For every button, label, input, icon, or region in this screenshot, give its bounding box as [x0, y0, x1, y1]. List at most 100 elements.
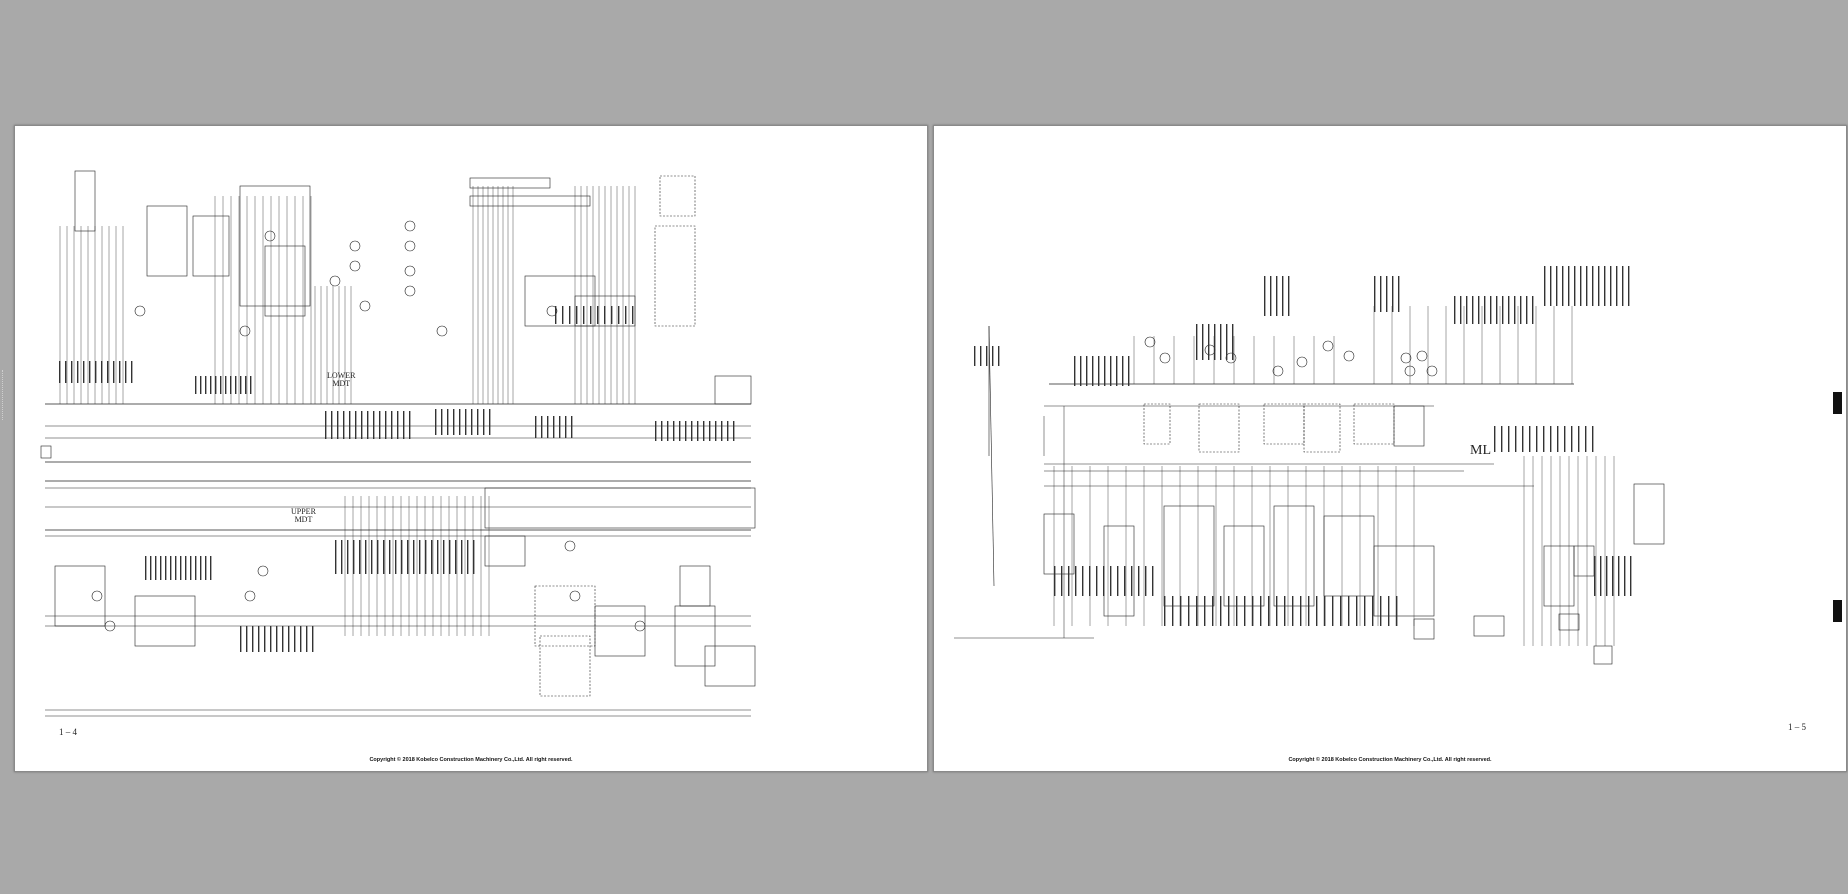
text-glyph-block	[715, 421, 717, 441]
text-glyph-block	[1284, 596, 1286, 626]
text-glyph-block	[306, 626, 308, 652]
text-glyph-block	[1138, 566, 1140, 596]
component-symbol	[359, 300, 371, 312]
component-box	[146, 205, 188, 277]
text-glyph-block	[395, 540, 397, 574]
text-glyph-block	[1348, 596, 1350, 626]
text-glyph-block	[449, 540, 451, 574]
text-glyph-block	[409, 411, 411, 439]
text-glyph-block	[565, 416, 567, 438]
text-glyph-block	[200, 376, 202, 394]
component-box	[1303, 403, 1341, 453]
component-symbol	[569, 590, 581, 602]
text-glyph-block	[535, 416, 537, 438]
text-glyph-block	[1622, 266, 1624, 306]
text-glyph-block	[383, 540, 385, 574]
text-glyph-block	[473, 540, 475, 574]
component-symbol	[264, 230, 276, 242]
text-glyph-block	[721, 421, 723, 441]
text-glyph-block	[1514, 296, 1516, 324]
upper-mdt-label: UPPER MDT	[291, 507, 316, 524]
scroll-marker-upper[interactable]	[1833, 392, 1842, 414]
text-glyph-block	[1494, 426, 1496, 452]
component-symbol	[1225, 352, 1237, 364]
text-glyph-block	[467, 540, 469, 574]
component-box	[674, 605, 716, 667]
text-glyph-block	[562, 306, 564, 324]
text-glyph-block	[425, 540, 427, 574]
text-glyph-block	[1484, 296, 1486, 324]
text-glyph-block	[107, 361, 109, 383]
text-glyph-block	[160, 556, 162, 580]
page-number: 1 – 5	[1788, 722, 1806, 732]
text-glyph-block	[1490, 296, 1492, 324]
text-glyph-block	[667, 421, 669, 441]
component-symbol	[349, 240, 361, 252]
text-glyph-block	[391, 411, 393, 439]
text-glyph-block	[1618, 556, 1620, 596]
text-glyph-block	[1502, 296, 1504, 324]
scroll-marker-lower[interactable]	[1833, 600, 1842, 622]
text-glyph-block	[447, 409, 449, 435]
text-glyph-block	[1104, 356, 1106, 386]
component-box	[594, 605, 646, 657]
text-glyph-block	[986, 346, 988, 366]
text-glyph-block	[618, 306, 620, 324]
text-glyph-block	[483, 409, 485, 435]
text-glyph-block	[294, 626, 296, 652]
component-box	[1573, 545, 1595, 577]
text-glyph-block	[1074, 356, 1076, 386]
text-glyph-block	[1606, 556, 1608, 596]
left-edge-handle[interactable]	[2, 370, 6, 420]
text-glyph-block	[576, 306, 578, 324]
text-glyph-block	[145, 556, 147, 580]
text-glyph-block	[1096, 566, 1098, 596]
text-glyph-block	[1508, 426, 1510, 452]
component-box	[1413, 618, 1435, 640]
text-glyph-block	[1116, 356, 1118, 386]
text-glyph-block	[1388, 596, 1390, 626]
text-glyph-block	[992, 346, 994, 366]
text-glyph-block	[1532, 296, 1534, 324]
text-glyph-block	[1571, 426, 1573, 452]
text-glyph-block	[337, 411, 339, 439]
text-glyph-block	[347, 540, 349, 574]
text-glyph-block	[661, 421, 663, 441]
text-glyph-block	[401, 540, 403, 574]
text-glyph-block	[1270, 276, 1272, 316]
text-glyph-block	[1232, 324, 1234, 360]
component-symbol	[104, 620, 116, 632]
text-glyph-block	[389, 540, 391, 574]
text-glyph-block	[270, 626, 272, 652]
text-glyph-block	[1180, 596, 1182, 626]
text-glyph-block	[343, 411, 345, 439]
text-glyph-block	[1630, 556, 1632, 596]
component-box	[469, 195, 591, 207]
text-glyph-block	[727, 421, 729, 441]
text-glyph-block	[435, 409, 437, 435]
text-glyph-block	[1478, 296, 1480, 324]
text-glyph-block	[341, 540, 343, 574]
text-glyph-block	[1557, 426, 1559, 452]
text-glyph-block	[125, 361, 127, 383]
component-box	[1373, 545, 1435, 617]
text-glyph-block	[1508, 296, 1510, 324]
text-glyph-block	[355, 411, 357, 439]
text-glyph-block	[471, 409, 473, 435]
text-glyph-block	[1276, 276, 1278, 316]
component-box	[484, 535, 526, 567]
text-glyph-block	[1594, 556, 1596, 596]
text-glyph-block	[1550, 426, 1552, 452]
text-glyph-block	[180, 556, 182, 580]
text-glyph-block	[1089, 566, 1091, 596]
text-glyph-block	[1214, 324, 1216, 360]
text-glyph-block	[1068, 566, 1070, 596]
text-glyph-block	[282, 626, 284, 652]
component-symbol	[91, 590, 103, 602]
text-glyph-block	[359, 540, 361, 574]
text-glyph-block	[71, 361, 73, 383]
component-symbol	[404, 240, 416, 252]
text-glyph-block	[1592, 266, 1594, 306]
text-glyph-block	[465, 409, 467, 435]
